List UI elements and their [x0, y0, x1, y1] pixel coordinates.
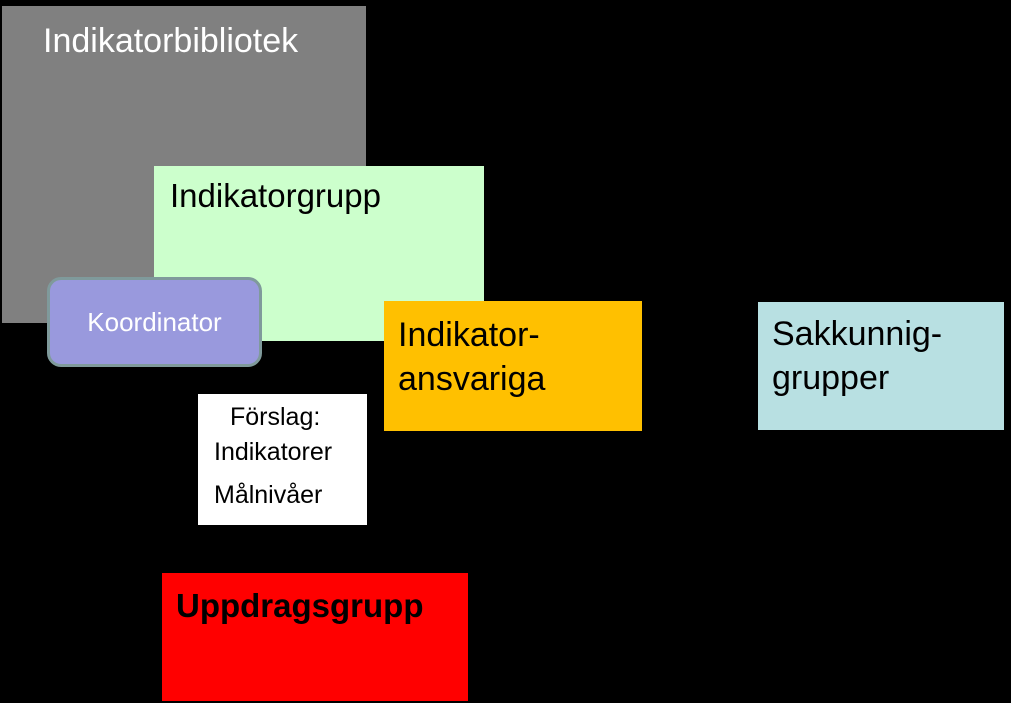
indikatoransvariga-box: Indikator- ansvariga	[384, 301, 642, 431]
sakkunniggrupper-box: Sakkunnig- grupper	[758, 302, 1004, 430]
uppdragsgrupp-label: Uppdragsgrupp	[176, 587, 424, 624]
indikatorgrupp-label: Indikatorgrupp	[170, 177, 381, 214]
sakkunniggrupper-label: Sakkunnig- grupper	[772, 312, 942, 400]
sakkunniggrupper-label-line1: Sakkunnig-	[772, 315, 943, 353]
koordinator-label: Koordinator	[87, 306, 222, 337]
forslag-item-indikatorer: Indikatorer	[214, 438, 333, 466]
indikatorbibliotek-label: Indikatorbibliotek	[43, 22, 299, 60]
forslag-title: Förslag:	[230, 403, 321, 431]
koordinator-box: Koordinator	[47, 277, 262, 367]
indikatoransvariga-label-line1: Indikator-	[398, 316, 540, 354]
forslag-box: Förslag: Indikatorer Målnivåer	[198, 394, 367, 525]
uppdragsgrupp-box: Uppdragsgrupp	[162, 573, 468, 701]
indikatoransvariga-label-line2: ansvariga	[398, 360, 546, 399]
sakkunniggrupper-label-line2: grupper	[772, 359, 890, 398]
indikatoransvariga-label: Indikator- ansvariga	[398, 313, 545, 401]
forslag-item-malnivaer: Målnivåer	[214, 481, 323, 509]
